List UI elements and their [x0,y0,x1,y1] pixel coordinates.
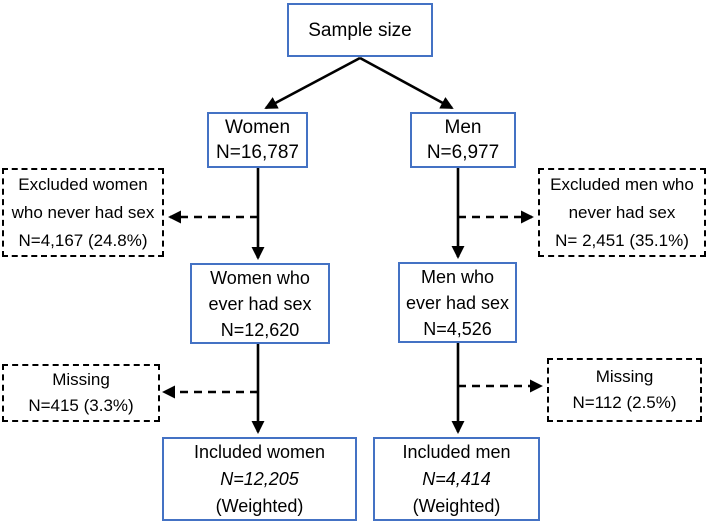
included-women-label: Included women [193,441,326,462]
included-women-count: N=12,205 [220,468,299,489]
node-included-men: Included men N=4,414 (Weighted) [373,437,540,521]
missing-men-label: Missing [595,367,654,386]
excluded-women-line2: who never had sex [11,202,155,222]
men-label: Men [444,117,482,138]
sample-size-label: Sample size [308,19,412,41]
women-ever-line1: Women who [210,267,310,288]
node-sample-size: Sample size [287,3,433,57]
node-included-women: Included women N=12,205 (Weighted) [162,437,357,521]
node-excluded-women: Excluded women who never had sex N=4,167… [2,168,164,257]
edge-sample-to-women [264,56,361,110]
included-men-count: N=4,414 [422,468,491,489]
women-count: N=16,787 [216,142,299,163]
included-men-weighted: (Weighted) [412,495,501,516]
excluded-women-count: N=4,167 (24.8%) [18,230,148,250]
node-men: Men N=6,977 [410,112,516,168]
women-ever-line2: ever had sex [208,293,312,314]
men-count: N=6,977 [426,142,500,163]
excluded-men-line2: never had sex [568,202,676,222]
node-excluded-men: Excluded men who never had sex N= 2,451 … [538,168,706,257]
node-missing-women: Missing N=415 (3.3%) [2,364,160,422]
node-women-ever-had-sex: Women who ever had sex N=12,620 [190,263,330,344]
included-women-weighted: (Weighted) [215,495,304,516]
men-ever-count: N=4,526 [423,318,492,339]
missing-men-count: N=112 (2.5%) [572,393,677,412]
node-men-ever-had-sex: Men who ever had sex N=4,526 [398,262,517,343]
men-ever-line1: Men who [420,266,495,287]
node-missing-men: Missing N=112 (2.5%) [547,358,702,422]
included-men-label: Included men [402,441,511,462]
excluded-women-line1: Excluded women [18,174,148,194]
missing-women-label: Missing [52,370,110,389]
excluded-men-line1: Excluded men who [550,174,694,194]
women-label: Women [224,117,291,138]
missing-women-count: N=415 (3.3%) [28,396,134,415]
edge-sample-to-men [359,56,454,110]
women-ever-count: N=12,620 [220,319,300,340]
excluded-men-count: N= 2,451 (35.1%) [555,230,689,250]
men-ever-line2: ever had sex [405,292,510,313]
node-women: Women N=16,787 [207,112,308,168]
